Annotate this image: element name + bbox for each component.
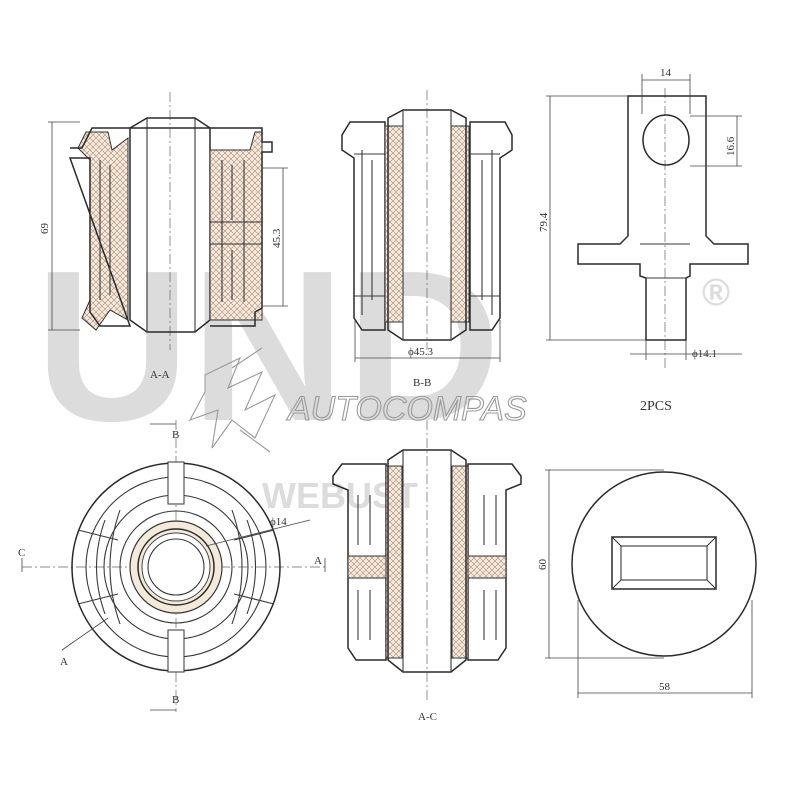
- quantity-note: 2PCS: [640, 399, 672, 414]
- cap-view: 60 58: [537, 469, 757, 698]
- cut-label-a-bottom: A: [60, 656, 68, 668]
- dim-pin-diameter: ϕ14.1: [692, 348, 717, 360]
- label-section-bb: B-B: [413, 377, 431, 389]
- dim-pin-width: 14: [660, 67, 672, 79]
- cut-label-c: C: [18, 547, 25, 559]
- label-section-aa: A-A: [150, 369, 170, 381]
- section-view-bb: ϕ45.3 B-B: [341, 90, 513, 389]
- dim-pin-hole: 16.6: [725, 136, 737, 156]
- watermark: UND ® AUTOCOMPAS WEBUST: [35, 225, 730, 516]
- dim-cap-width: 58: [659, 681, 671, 693]
- cut-label-a-right: A: [314, 555, 322, 567]
- dim-pin-height: 79.4: [538, 212, 550, 232]
- dim-bb-diameter: ϕ45.3: [408, 346, 434, 358]
- dim-cap-height: 60: [537, 559, 549, 571]
- dim-aa-inner: 45.3: [271, 228, 283, 248]
- watermark-registered-mark: ®: [702, 272, 730, 314]
- section-view-aa: 69 45.3 A-A: [39, 92, 288, 381]
- autocompas-logo-icon: [188, 347, 277, 453]
- cut-label-b-top: B: [172, 429, 179, 441]
- front-view: B B C A A ϕ14: [18, 420, 326, 712]
- dim-front-diameter: ϕ14: [270, 516, 287, 528]
- dim-aa-height: 69: [39, 223, 51, 235]
- label-section-ac: A-C: [418, 711, 437, 723]
- pin-part-view: 14 16.6 79.4 ϕ14.1 2PCS: [538, 67, 749, 414]
- watermark-brand-name: AUTOCOMPAS: [286, 390, 527, 428]
- cut-label-b-bottom: B: [172, 694, 179, 706]
- section-view-ac: A-C: [332, 420, 522, 723]
